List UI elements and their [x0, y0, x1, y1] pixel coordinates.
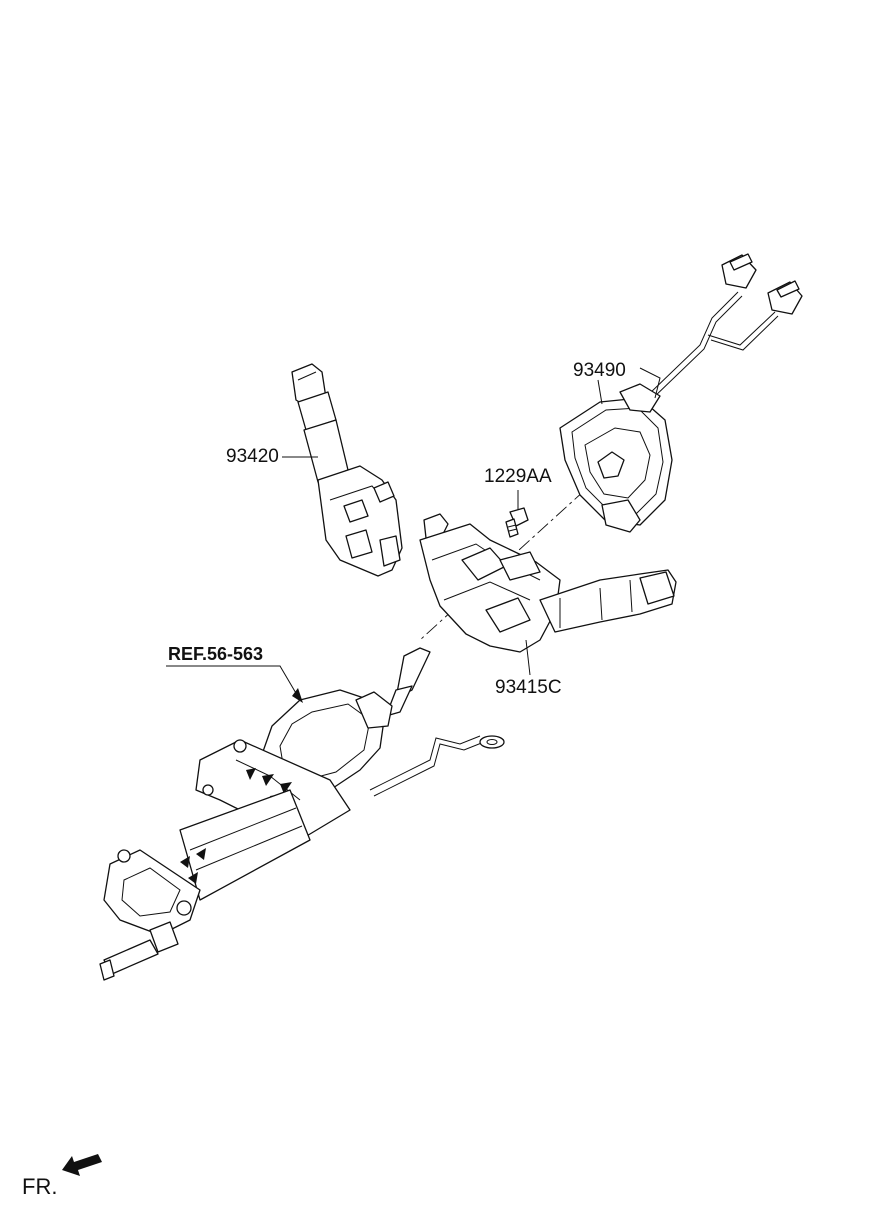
label-front: FR.	[22, 1174, 58, 1199]
leader-ref-arrowhead	[292, 688, 303, 703]
label-93420: 93420	[226, 446, 279, 467]
leader-93490	[597, 379, 603, 405]
label-ref: REF.56-563	[168, 644, 264, 664]
arrow-down-left-icon	[62, 1154, 102, 1176]
label-93415C: 93415C	[495, 677, 562, 698]
leader-ref	[166, 665, 301, 701]
screw-1229AA	[505, 507, 529, 538]
steering-column	[99, 647, 505, 981]
switch-93420	[291, 363, 403, 577]
label-1229AA: 1229AA	[484, 466, 552, 487]
clock-spring-93490	[559, 253, 803, 533]
leader-93415C	[525, 639, 531, 676]
label-93490: 93490	[573, 360, 626, 381]
switch-assembly-93415C	[419, 513, 677, 653]
